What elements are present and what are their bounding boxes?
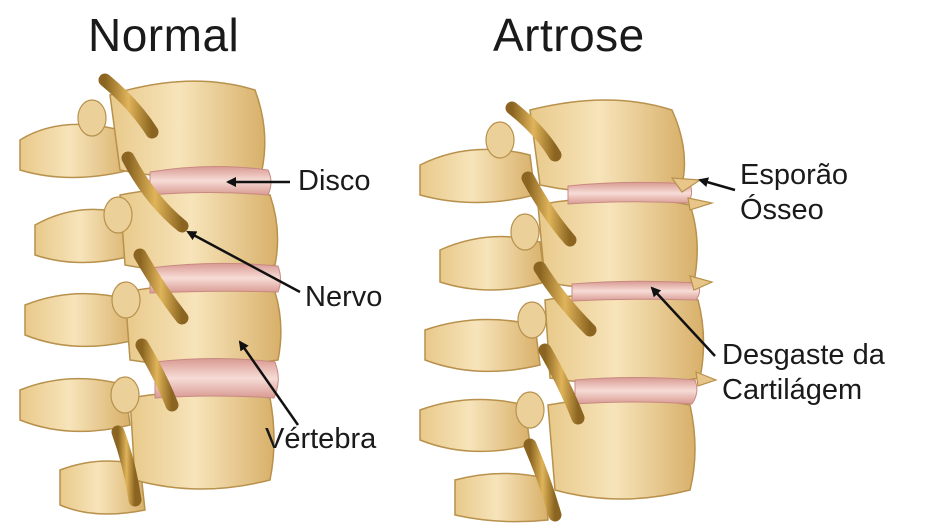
label-disco: Disco: [298, 164, 371, 199]
normal-spine: [20, 80, 281, 514]
label-esporao-osseo: Esporão Ósseo: [740, 158, 848, 228]
label-vertebra: Vértebra: [265, 422, 376, 457]
arrow-esporao: [700, 180, 735, 190]
label-desgaste-cartilagem: Desgaste da Cartilágem: [722, 338, 885, 408]
label-nervo: Nervo: [305, 280, 382, 315]
